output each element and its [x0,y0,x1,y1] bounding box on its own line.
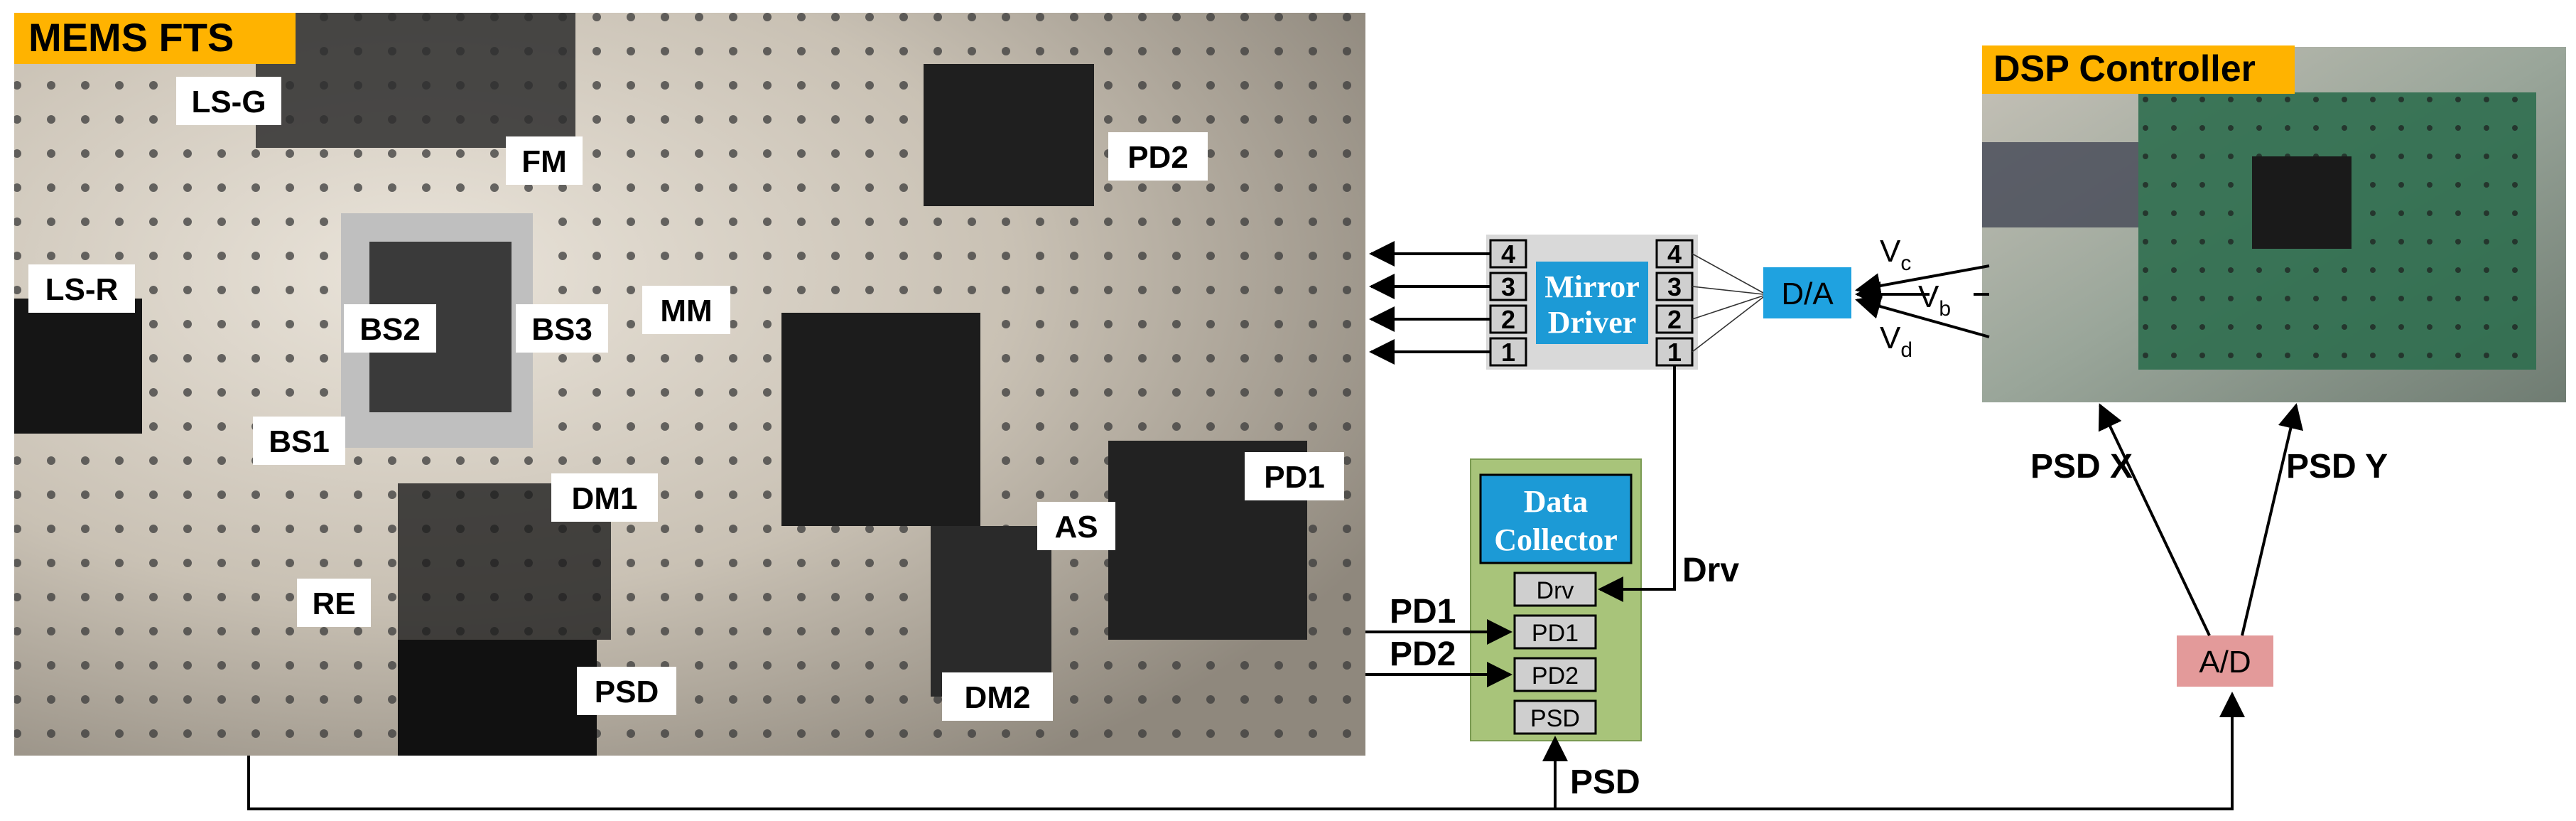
driver-output-arrows [1369,241,1490,365]
label-pd1: PD1 [1264,460,1325,495]
label-mm: MM [660,294,712,328]
dm2-mount [931,526,1051,697]
psd-feedback-line [247,692,2245,810]
label-bs3: BS3 [531,312,592,347]
driver-left-port-1: 1 [1501,338,1515,367]
vd-label: Vd [1880,321,1912,362]
label-re: RE [312,586,355,621]
driver-left-port-3: 3 [1501,272,1515,301]
mirror-driver: Mirror Driver 4 3 2 1 4 3 2 1 [1486,235,1698,370]
data-collector-header [1479,473,1633,564]
psd-y-arrow [2241,403,2303,636]
da-box [1763,267,1851,318]
psd-x-arrow [2098,403,2211,636]
mirror-driver-header [1536,262,1648,344]
label-ls-r: LS-R [45,272,119,307]
ad-label: A/D [2199,645,2251,680]
driver-right-port-4: 4 [1667,240,1682,269]
label-ls-g: LS-G [191,85,266,119]
driver-right-port-3: 3 [1667,272,1682,301]
psd-y-label: PSD Y [2286,448,2388,485]
label-psd: PSD [595,675,659,709]
pd2-mount [924,64,1094,206]
collector-port-pd2: PD2 [1532,662,1579,689]
ls-r-body [14,299,142,434]
label-bs1: BS1 [269,424,330,459]
label-as: AS [1054,510,1098,544]
mirror-driver-title-2: Driver [1548,305,1637,340]
label-bs2: BS2 [359,312,421,347]
dsp-cable [1982,142,2138,227]
dsp-controller-panel [1982,47,2566,402]
dsp-to-da-arrows [1855,264,1990,338]
data-collector: Data Collector Drv PD1 PD2 PSD [1470,458,1642,741]
label-fm: FM [521,144,567,179]
da-to-driver-lines [1692,253,1764,353]
mems-fts-title: MEMS FTS [28,15,234,60]
vb-label: Vb [1918,279,1951,321]
mems-fts-title-bg [14,13,296,64]
mm-mount [781,313,980,526]
label-pd2: PD2 [1127,140,1189,175]
component-block [256,13,575,148]
data-collector-title-2: Collector [1494,522,1617,557]
dsp-chip [2252,156,2352,249]
da-label: D/A [1781,277,1834,311]
psd-mount [398,640,597,756]
label-dm2: DM2 [965,680,1031,715]
psd-x-label: PSD X [2030,448,2133,485]
collector-port-psd: PSD [1530,705,1580,732]
vc-label: Vc [1880,234,1911,275]
collector-port-drv: Drv [1537,577,1574,604]
drv-line [1598,365,1676,602]
ad-box [2177,635,2273,687]
driver-left-port-2: 2 [1501,305,1515,334]
label-dm1: DM1 [572,481,638,516]
dsp-title-bg [1982,45,2295,94]
pd1-signal-label: PD1 [1390,593,1456,630]
data-collector-title-1: Data [1524,484,1588,519]
pd2-signal-label: PD2 [1390,635,1456,673]
collector-port-pd1: PD1 [1532,620,1579,647]
psd-signal-label: PSD [1570,763,1640,801]
driver-right-port-2: 2 [1667,305,1682,334]
mirror-driver-title-1: Mirror [1544,269,1640,304]
drv-signal-label: Drv [1682,552,1739,589]
dsp-title: DSP Controller [1993,48,2256,90]
driver-right-port-1: 1 [1667,338,1682,367]
component-labels: LS-G FM PD2 LS-R BS2 BS3 MM BS1 DM1 PD1 … [28,77,1344,721]
driver-left-port-4: 4 [1501,240,1515,269]
